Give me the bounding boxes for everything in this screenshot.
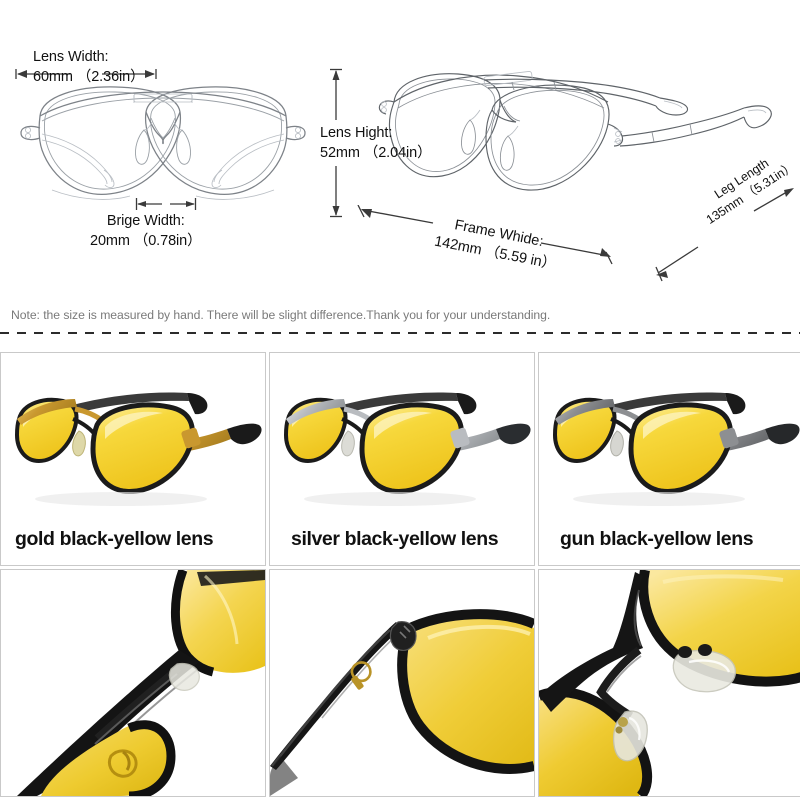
variant-caption-gun: gun black-yellow lens xyxy=(560,528,754,551)
lens-width-label: Lens Width: 60mm （2.36in） xyxy=(33,48,145,87)
bridge-width-arrow xyxy=(135,198,197,210)
frame-width-arrow xyxy=(357,205,613,265)
detail-photo-bridge-nosepad xyxy=(1,570,265,796)
dashed-divider xyxy=(0,332,800,334)
variant-card-gun[interactable]: gun black-yellow lens xyxy=(538,352,800,566)
bridge-width-value: 20mm （0.78in） xyxy=(90,232,202,249)
measurement-note-row: Note: the size is measured by hand. Ther… xyxy=(0,308,800,334)
bridge-width-label: Brige Width: 20mm （0.78in） xyxy=(90,212,202,251)
variant-photo-silver xyxy=(270,353,534,515)
product-variant-grid: gold black-yellow lens xyxy=(0,352,800,797)
lens-width-arrow xyxy=(15,69,157,79)
lens-height-arrow xyxy=(330,68,342,218)
size-spec-diagram: Lens Width: 60mm （2.36in） Brige Width: 2… xyxy=(0,0,800,300)
lens-width-title: Lens Width: xyxy=(33,49,109,65)
lens-height-value: 52mm （2.04in） xyxy=(320,144,432,161)
lens-height-title: Lens Hight: xyxy=(320,125,393,141)
variant-caption-gold: gold black-yellow lens xyxy=(15,528,214,551)
variant-card-silver[interactable]: silver black-yellow lens xyxy=(269,352,535,566)
lens-height-label: Lens Hight: 52mm （2.04in） xyxy=(320,124,432,163)
variant-caption-silver: silver black-yellow lens xyxy=(291,528,499,551)
detail-photo-nosepads xyxy=(539,570,800,796)
glasses-front-view-drawing xyxy=(8,78,318,213)
variant-photo-gun xyxy=(539,353,800,515)
lens-width-value: 60mm （2.36in） xyxy=(33,68,145,85)
glasses-angled-view-drawing xyxy=(368,58,788,238)
measurement-note: Note: the size is measured by hand. Ther… xyxy=(11,308,551,322)
detail-card-hinge[interactable] xyxy=(269,569,535,797)
bridge-width-title: Brige Width: xyxy=(106,213,185,229)
detail-photo-hinge-temple xyxy=(270,570,534,796)
detail-card-nosepads[interactable] xyxy=(538,569,800,797)
variant-card-gold[interactable]: gold black-yellow lens xyxy=(0,352,266,566)
detail-card-bridge[interactable] xyxy=(0,569,266,797)
leg-length-arrow xyxy=(655,188,794,282)
variant-photo-gold xyxy=(1,353,265,515)
